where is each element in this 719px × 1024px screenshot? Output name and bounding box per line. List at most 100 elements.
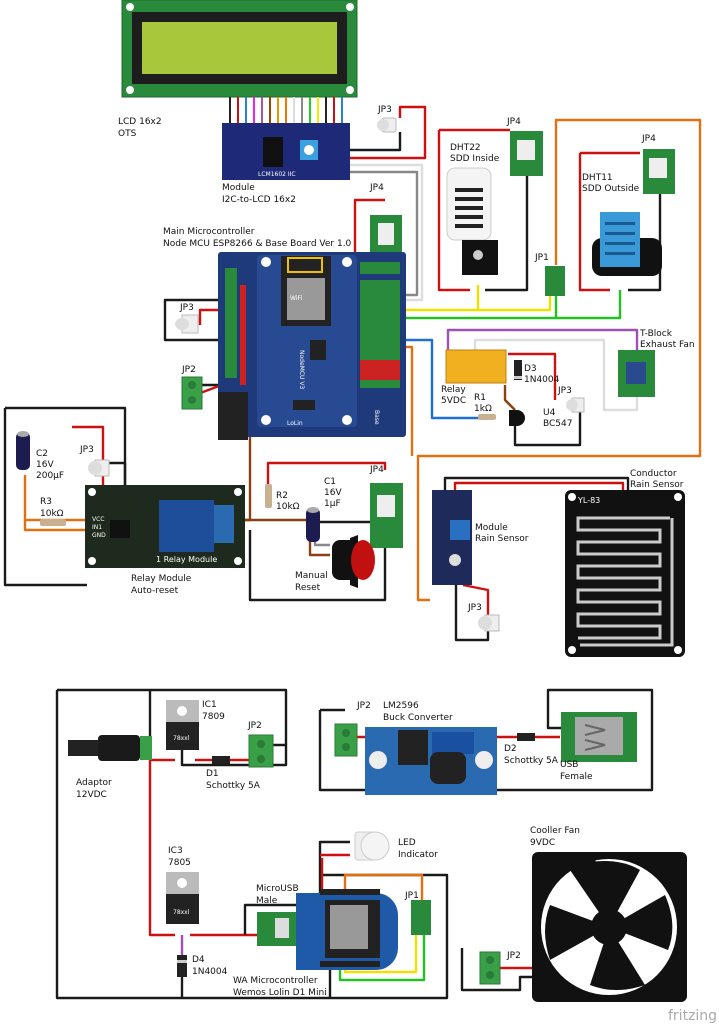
c2-label-1: C2 bbox=[36, 449, 48, 459]
jp3-label-left: JP3 bbox=[179, 303, 194, 313]
ic1-label-2: 7809 bbox=[202, 712, 225, 722]
jp2-label-buck: JP2 bbox=[356, 701, 371, 711]
lcd-label-1: LCD 16x2 bbox=[118, 117, 162, 127]
manual-reset-button bbox=[332, 535, 375, 588]
u4-label-2: BC547 bbox=[543, 419, 572, 429]
relay-pin-vcc: VCC bbox=[92, 516, 104, 523]
usb-female-label-2: Female bbox=[560, 772, 593, 782]
regulator-ic3: 78xxl bbox=[166, 872, 199, 924]
jp4-connector-dht11 bbox=[643, 149, 675, 194]
nodemcu-text: NodeMCU V3 bbox=[298, 350, 305, 389]
d1-label-1: D1 bbox=[206, 769, 219, 779]
dht22-sensor bbox=[446, 167, 498, 275]
transistor-u4 bbox=[509, 410, 525, 426]
resistor-r2 bbox=[265, 484, 272, 508]
wemos-d1-mini bbox=[296, 889, 398, 970]
jp1-label-wemos: JP1 bbox=[404, 891, 419, 901]
conductor-rain-plate: YL-83 bbox=[565, 490, 685, 657]
yl83-text: YL-83 bbox=[577, 496, 600, 505]
dht11-sensor bbox=[592, 212, 662, 276]
jp3-label-top: JP3 bbox=[377, 105, 392, 115]
ic3-regulator-text: 78xxl bbox=[173, 909, 190, 916]
diode-d2 bbox=[517, 733, 535, 741]
lm2596-label-2: Buck Converter bbox=[383, 713, 453, 723]
jp1-label-top: JP1 bbox=[534, 253, 549, 263]
dht11-label-2: SDD Outside bbox=[582, 184, 640, 194]
led-indicator-label-1: LED bbox=[398, 838, 416, 848]
relay-label-1: Relay bbox=[441, 385, 466, 395]
jp3-label-c2: JP3 bbox=[79, 445, 94, 455]
lolin-text: LoLin bbox=[287, 420, 303, 427]
dc-adaptor-jack bbox=[68, 735, 152, 761]
jp2-terminal-ic1 bbox=[248, 734, 274, 768]
jp4-label-dht22: JP4 bbox=[506, 117, 521, 127]
manual-reset-label-1: Manual bbox=[295, 571, 328, 581]
conductor-label-2: Rain Sensor bbox=[630, 480, 684, 490]
rain-sensor-module bbox=[432, 490, 472, 585]
r2-label-1: R2 bbox=[276, 491, 288, 501]
ic1-regulator-text: 78xxl bbox=[173, 735, 190, 742]
d3-label-1: D3 bbox=[524, 364, 537, 374]
ic3-label-2: 7805 bbox=[168, 858, 191, 868]
jp2-label-ic1: JP2 bbox=[247, 721, 262, 731]
tblock-label-1: T-Block bbox=[639, 329, 673, 339]
dht22-label-1: DHT22 bbox=[450, 143, 481, 153]
jp3-label-rain: JP3 bbox=[467, 603, 482, 613]
jp3-label-relay: JP3 bbox=[557, 386, 572, 396]
d1-label-2: Schottky 5A bbox=[206, 781, 261, 791]
c1-label-2: 16V bbox=[324, 488, 342, 498]
lcd-16x2 bbox=[121, 0, 358, 125]
wifi-mark: WiFi bbox=[290, 295, 302, 302]
u4-label-1: U4 bbox=[543, 408, 556, 418]
i2c-label-1: Module bbox=[222, 183, 255, 193]
dht22-label-2: SDD Inside bbox=[450, 154, 500, 164]
jp4-label-dht11: JP4 bbox=[641, 134, 656, 144]
lcd-label-2: OTS bbox=[118, 129, 137, 139]
manual-reset-label-2: Reset bbox=[295, 583, 321, 593]
fritzing-logo: fritzing bbox=[668, 1008, 717, 1024]
microusb-label-2: Male bbox=[256, 896, 278, 906]
d4-label-1: D4 bbox=[192, 955, 205, 965]
wemos-label-2: Wemos Lolin D1 Mini bbox=[233, 988, 327, 998]
relay-module-label-1: Relay Module bbox=[131, 574, 192, 584]
relay-pin-gnd: GND bbox=[92, 532, 106, 539]
ic3-label-1: IC3 bbox=[168, 846, 183, 856]
regulator-ic1: 78xxl bbox=[166, 700, 199, 750]
c1-label-1: C1 bbox=[324, 477, 336, 487]
jp2-terminal-fan bbox=[479, 951, 501, 985]
relay-module-label-2: Auto-reset bbox=[131, 586, 179, 596]
usb-female-connector bbox=[561, 712, 637, 762]
d2-label-1: D2 bbox=[504, 744, 517, 754]
r2-label-2: 10kΩ bbox=[276, 502, 300, 512]
relay-label-2: 5VDC bbox=[441, 396, 466, 406]
d3-label-2: 1N4004 bbox=[524, 375, 560, 385]
diode-d4 bbox=[177, 955, 187, 977]
r1-label-2: 1kΩ bbox=[474, 404, 492, 414]
led-indicator-label-2: Indicator bbox=[398, 850, 438, 860]
jp2-terminal-left bbox=[181, 376, 203, 410]
r3-label-2: 10kΩ bbox=[40, 509, 64, 519]
jp4-connector-reset bbox=[370, 483, 403, 548]
tblock-exhaust-fan bbox=[618, 350, 655, 397]
wires-bottom bbox=[55, 688, 654, 1000]
microusb-label-1: MicroUSB bbox=[256, 884, 299, 894]
jp3-led-c2 bbox=[88, 459, 110, 477]
resistor-r1 bbox=[478, 414, 496, 420]
lcd-screen bbox=[142, 22, 337, 74]
c1-label-3: 1µF bbox=[324, 499, 341, 509]
jp3-led-left bbox=[175, 314, 199, 334]
relay-module-auto-reset: VCC IN1 GND 1 Relay Module bbox=[85, 485, 245, 568]
microusb-male bbox=[257, 912, 297, 946]
jp2-terminal-buck bbox=[334, 723, 358, 757]
ic1-label-1: IC1 bbox=[202, 700, 217, 710]
jp4-label-reset: JP4 bbox=[369, 465, 384, 475]
d4-label-2: 1N4004 bbox=[192, 967, 228, 977]
jp1-header-top bbox=[545, 266, 565, 296]
dht11-label-1: DHT11 bbox=[582, 173, 613, 183]
rain-module-label-1: Module bbox=[475, 523, 508, 533]
c2-label-3: 200µF bbox=[36, 471, 64, 481]
conductor-label-1: Conductor bbox=[630, 469, 677, 479]
capacitor-c1 bbox=[306, 507, 320, 542]
